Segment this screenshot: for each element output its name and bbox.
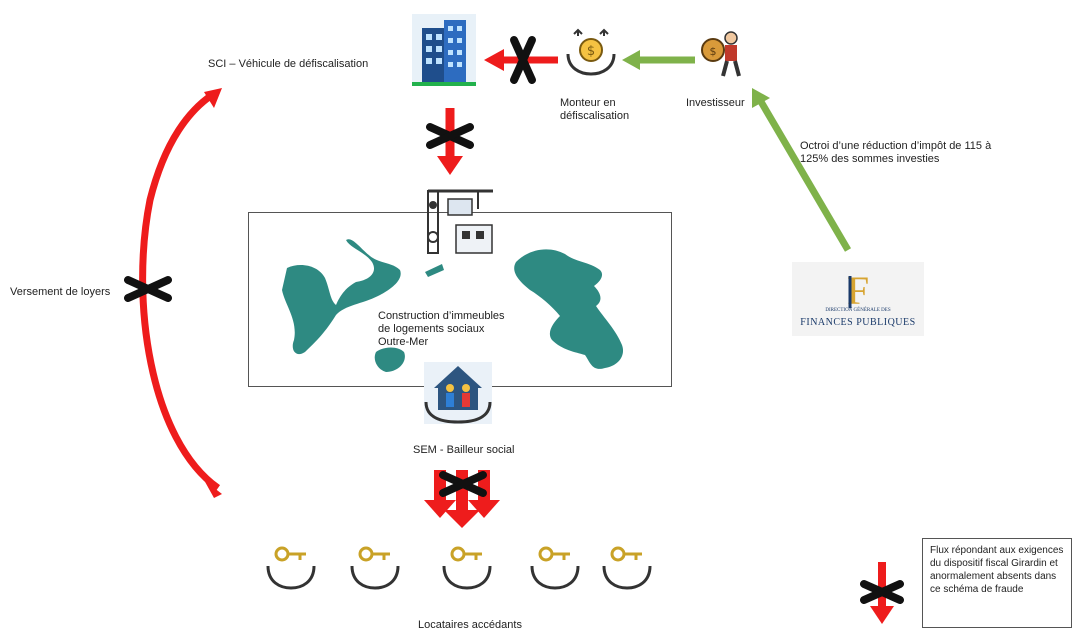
small-island-1	[425, 264, 444, 277]
construction-label: Construction d’immeubles de logements so…	[378, 310, 505, 348]
versement-label: Versement de loyers	[10, 286, 111, 298]
arrow-dgfip-to-investisseur	[752, 88, 852, 252]
family-house-hands-icon	[418, 358, 498, 428]
sem-label: SEM - Bailleur social	[413, 444, 515, 456]
monteur-label: Monteur en défiscalisation	[560, 97, 630, 122]
octroi-label: Octroi d’une réduction d’impôt de 115 à …	[800, 140, 992, 165]
cross-sci-construction	[426, 123, 474, 149]
hands-key-icon	[346, 540, 404, 592]
arrow-investisseur-to-monteur	[622, 50, 695, 70]
construction-crane-icon	[418, 185, 498, 257]
sci-label: SCI – Véhicule de défiscalisation	[208, 58, 369, 70]
martinique-island	[514, 249, 624, 369]
legend-text: Flux répondant aux exigences du disposit…	[930, 545, 1064, 595]
finances-publiques-logo: F DIRECTION GÉNÉRALE DES FINANCES PUBLIQ…	[792, 262, 924, 336]
svg-text:F: F	[847, 268, 869, 313]
svg-text:$: $	[587, 44, 595, 59]
svg-text:$: $	[710, 45, 717, 58]
hands-coin-icon: $	[562, 28, 620, 80]
hands-key-icon	[438, 540, 496, 592]
guadeloupe-island	[282, 239, 401, 355]
dgfip-big-text: FINANCES PUBLIQUES	[800, 317, 916, 328]
hands-key-icon	[262, 540, 320, 592]
investisseur-label: Investisseur	[686, 97, 745, 109]
legend-box	[922, 538, 1072, 628]
locataires-label: Locataires accédants	[418, 619, 522, 631]
cross-versement-loyers	[124, 276, 172, 302]
cross-sem-locataires	[439, 471, 487, 497]
arrow-versement-loyers	[139, 88, 222, 498]
cross-monteur-sci	[510, 36, 536, 84]
man-money-bag-icon: $	[697, 28, 747, 80]
arrow-monteur-to-sci	[484, 49, 558, 71]
hands-key-icon	[598, 540, 656, 592]
hands-key-icon	[526, 540, 584, 592]
dgfip-small-text: DIRECTION GÉNÉRALE DES	[825, 308, 891, 313]
office-building-icon	[408, 10, 480, 86]
small-island-2	[374, 347, 405, 372]
